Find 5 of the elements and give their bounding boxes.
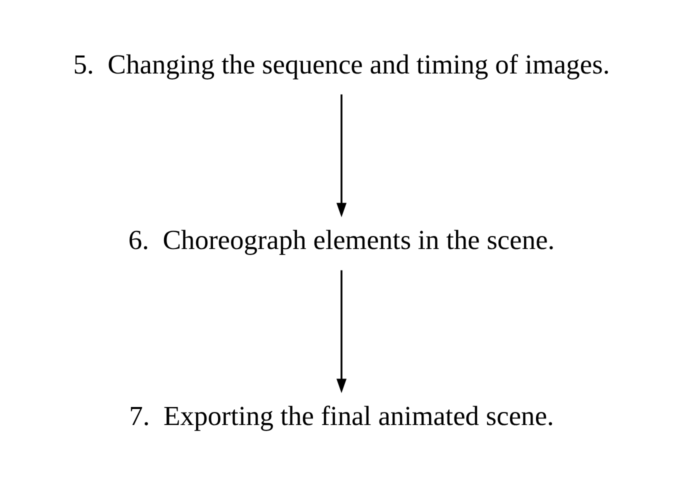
arrow (336, 94, 347, 217)
node-text: 5. Changing the sequence and timing of images. (73, 48, 610, 79)
node-text: 6. Choreograph elements in the scene. (128, 224, 555, 255)
node-text: 7. Exporting the final animated scene. (129, 400, 554, 431)
arrow (336, 270, 347, 393)
